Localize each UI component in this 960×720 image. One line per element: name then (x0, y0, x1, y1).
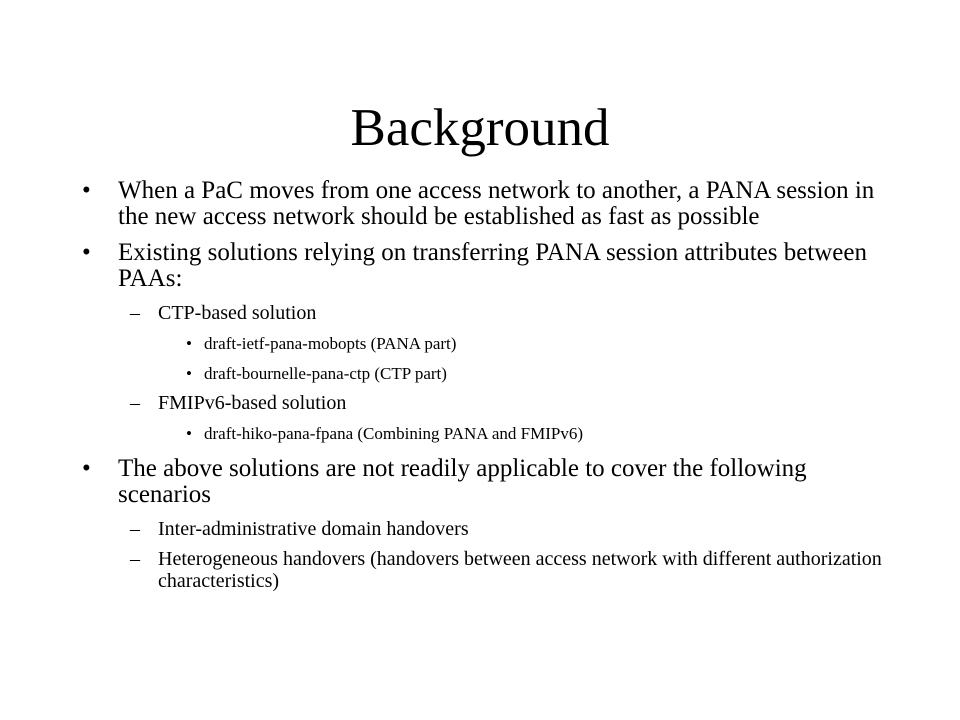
bullet-icon: • (186, 424, 192, 443)
sub-bullet-item: – Inter-administrative domain handovers (82, 518, 882, 540)
sub-sub-bullet-text: draft-ietf-pana-mobopts (PANA part) (204, 334, 457, 353)
dash-icon: – (130, 302, 140, 324)
sub-bullet-item: – Heterogeneous handovers (handovers bet… (82, 548, 882, 592)
bullet-icon: • (186, 364, 192, 383)
sub-bullet-text: CTP-based solution (158, 302, 317, 324)
bullet-item: • When a PaC moves from one access netwo… (82, 178, 882, 230)
bullet-icon: • (186, 334, 192, 353)
sub-sub-bullet-text: draft-hiko-pana-fpana (Combining PANA an… (204, 424, 583, 443)
bullet-icon: • (82, 239, 91, 266)
dash-icon: – (130, 518, 140, 540)
sub-bullet-item: – FMIPv6-based solution (82, 392, 882, 414)
sub-bullet-text: FMIPv6-based solution (158, 392, 347, 414)
bullet-item: • The above solutions are not readily ap… (82, 456, 882, 508)
sub-sub-bullet-item: • draft-bournelle-pana-ctp (CTP part) (82, 364, 882, 384)
bullet-text: The above solutions are not readily appl… (118, 455, 807, 508)
sub-bullet-text: Heterogeneous handovers (handovers betwe… (158, 548, 882, 592)
bullet-text: Existing solutions relying on transferri… (118, 239, 867, 292)
sub-bullet-item: – CTP-based solution (82, 302, 882, 324)
bullet-text: When a PaC moves from one access network… (118, 177, 875, 230)
bullet-item: • Existing solutions relying on transfer… (82, 240, 882, 292)
sub-sub-bullet-text: draft-bournelle-pana-ctp (CTP part) (204, 364, 447, 383)
dash-icon: – (130, 392, 140, 414)
sub-bullet-text: Inter-administrative domain handovers (158, 518, 469, 540)
bullet-list: • When a PaC moves from one access netwo… (82, 178, 882, 598)
dash-icon: – (130, 548, 140, 570)
bullet-icon: • (82, 177, 91, 204)
sub-sub-bullet-item: • draft-hiko-pana-fpana (Combining PANA … (82, 424, 882, 444)
bullet-icon: • (82, 455, 91, 482)
sub-sub-bullet-item: • draft-ietf-pana-mobopts (PANA part) (82, 334, 882, 354)
slide-title: Background (350, 99, 610, 157)
